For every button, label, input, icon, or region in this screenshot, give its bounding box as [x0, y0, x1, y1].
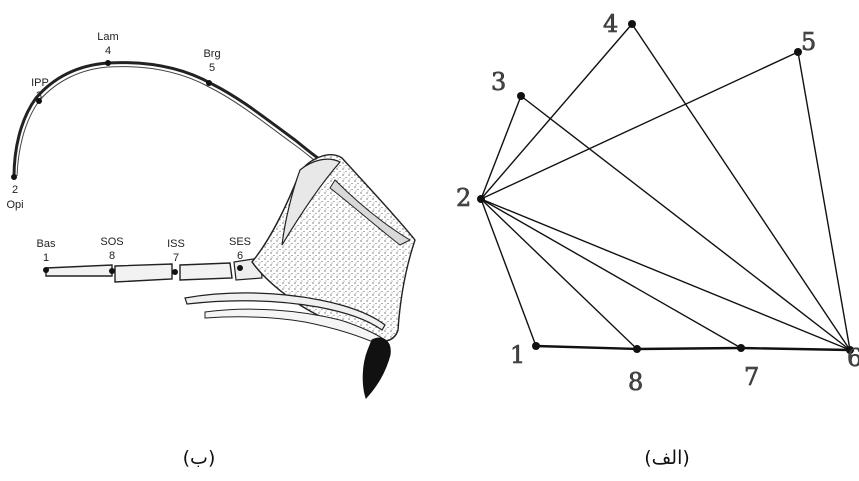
basisphenoid-bone: [115, 264, 172, 282]
edge-3-6: [521, 96, 850, 350]
node-label-4: 4: [603, 10, 618, 38]
edge-4-6: [632, 24, 850, 350]
node-label-3: 3: [491, 68, 506, 96]
landmark-abbr-ses: SES: [229, 236, 251, 248]
node-label-1: 1: [510, 341, 525, 369]
basioccipital-bone: [46, 265, 112, 276]
caption-panel-a: (الف): [644, 447, 690, 469]
landmark-dot-brg: [206, 80, 212, 86]
node-label-2: 2: [456, 184, 471, 212]
landmark-dot-iss: [172, 269, 178, 275]
incisor-tooth: [363, 338, 390, 398]
landmark-abbr-ipp: IPP: [31, 77, 49, 89]
landmark-abbr-sos: SOS: [100, 236, 123, 248]
landmark-num-sos: 8: [109, 250, 115, 262]
landmark-num-lam: 4: [105, 45, 111, 57]
node-label-7: 7: [744, 363, 759, 391]
edge-2-8: [481, 199, 637, 349]
edge-1-8: [536, 346, 637, 349]
edge-7-6: [741, 348, 850, 350]
edge-2-7: [481, 199, 741, 348]
edge-1-2: [481, 199, 536, 346]
landmark-num-iss: 7: [173, 252, 179, 264]
landmark-abbr-brg: Brg: [203, 48, 220, 60]
edge-5-6: [798, 52, 850, 350]
node-dot-4: [628, 20, 636, 28]
landmark-abbr-lam: Lam: [97, 31, 118, 43]
node-dot-2: [477, 195, 485, 203]
landmark-num-opi: 2: [12, 184, 18, 196]
edge-2-4: [481, 24, 632, 199]
node-dot-1: [532, 342, 540, 350]
node-dot-7: [737, 344, 745, 352]
network-nodes: [477, 20, 854, 354]
landmark-network-panel: 1 2 3 4 5 6 7 8 (الف): [456, 10, 859, 469]
caption-panel-b: (ب): [183, 447, 216, 469]
landmark-dot-ses: [237, 265, 243, 271]
landmark-dot-lam: [105, 60, 111, 66]
edge-8-7: [637, 348, 741, 349]
edge-2-6: [481, 199, 850, 350]
edge-2-5: [481, 52, 798, 199]
landmark-abbr-bas: Bas: [37, 238, 56, 250]
landmark-num-ses: 6: [237, 250, 243, 262]
cranial-vault-outline: [14, 63, 318, 177]
landmark-num-bas: 1: [43, 252, 49, 264]
network-edges: [481, 24, 850, 350]
landmark-dot-sos: [109, 268, 115, 274]
landmark-abbr-iss: ISS: [167, 238, 185, 250]
node-dot-8: [633, 345, 641, 353]
node-label-8: 8: [628, 368, 643, 396]
node-dot-3: [517, 92, 525, 100]
landmark-dot-opi: [11, 174, 17, 180]
landmark-num-brg: 5: [209, 62, 215, 74]
landmark-abbr-opi: Opi: [6, 199, 23, 211]
node-label-5: 5: [801, 28, 816, 56]
skull-illustration-panel: Lam 4 IPP 3 Brg 5 2 Opi Bas 1 SOS 8 ISS …: [6, 31, 415, 469]
node-label-6: 6: [847, 344, 859, 372]
landmark-dot-bas: [43, 267, 49, 273]
landmark-num-ipp: 3: [36, 90, 42, 102]
presphenoid-bone: [180, 263, 232, 280]
